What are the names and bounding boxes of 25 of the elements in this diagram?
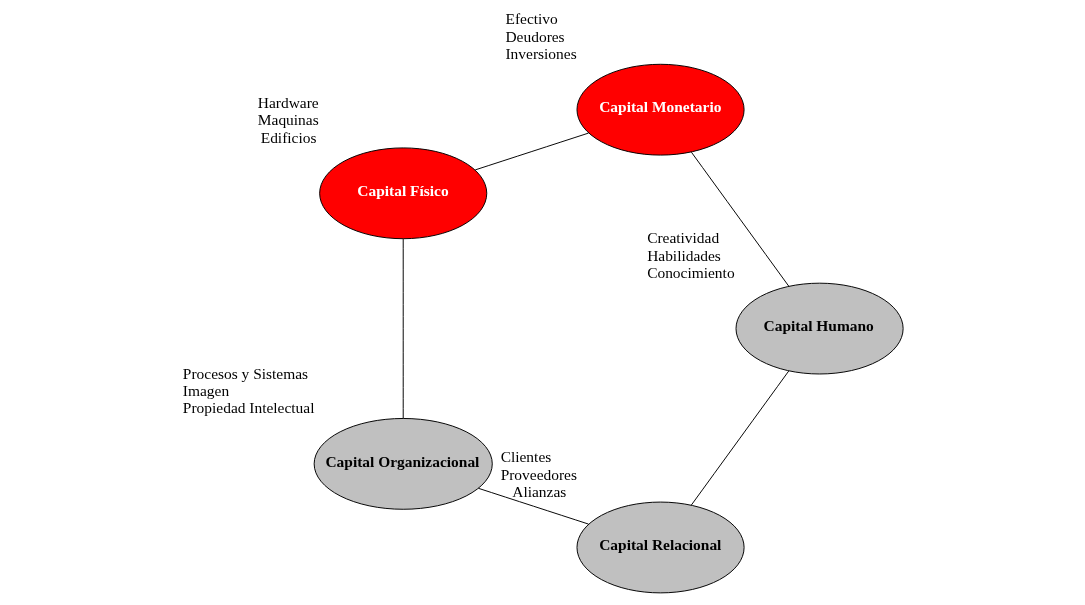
- node-label: Procesos y Sistemas: [182, 364, 308, 382]
- connector: [402, 238, 404, 419]
- node-label: Imagen: [182, 382, 229, 400]
- node-label: Hardware: [257, 94, 319, 112]
- connector: [477, 487, 589, 525]
- node-ellipse: Capital Organizacional: [313, 417, 493, 510]
- connector: [474, 132, 589, 171]
- node-label: Conocimiento: [646, 264, 735, 282]
- node-label: Propiedad Intelectual: [182, 399, 314, 417]
- connector: [690, 151, 789, 287]
- node-ellipse: Capital Relacional: [576, 501, 745, 594]
- node-label: Deudores: [504, 27, 565, 45]
- node-label: Alianzas: [511, 483, 566, 501]
- node-label: Efectivo: [504, 10, 558, 28]
- node-label: Inversiones: [504, 45, 577, 63]
- node-label: Creatividad: [646, 229, 719, 247]
- connector: [690, 370, 789, 506]
- node-ellipse: Capital Monetario: [576, 63, 745, 156]
- node-ellipse: Capital Humano: [735, 282, 904, 375]
- node-label: Maquinas: [257, 111, 319, 129]
- node-label: Clientes: [500, 448, 551, 466]
- node-ellipse: Capital Físico: [318, 147, 487, 240]
- node-label: Edificios: [260, 128, 316, 146]
- node-label: Proveedores: [500, 465, 577, 483]
- node-label: Habilidades: [646, 246, 721, 264]
